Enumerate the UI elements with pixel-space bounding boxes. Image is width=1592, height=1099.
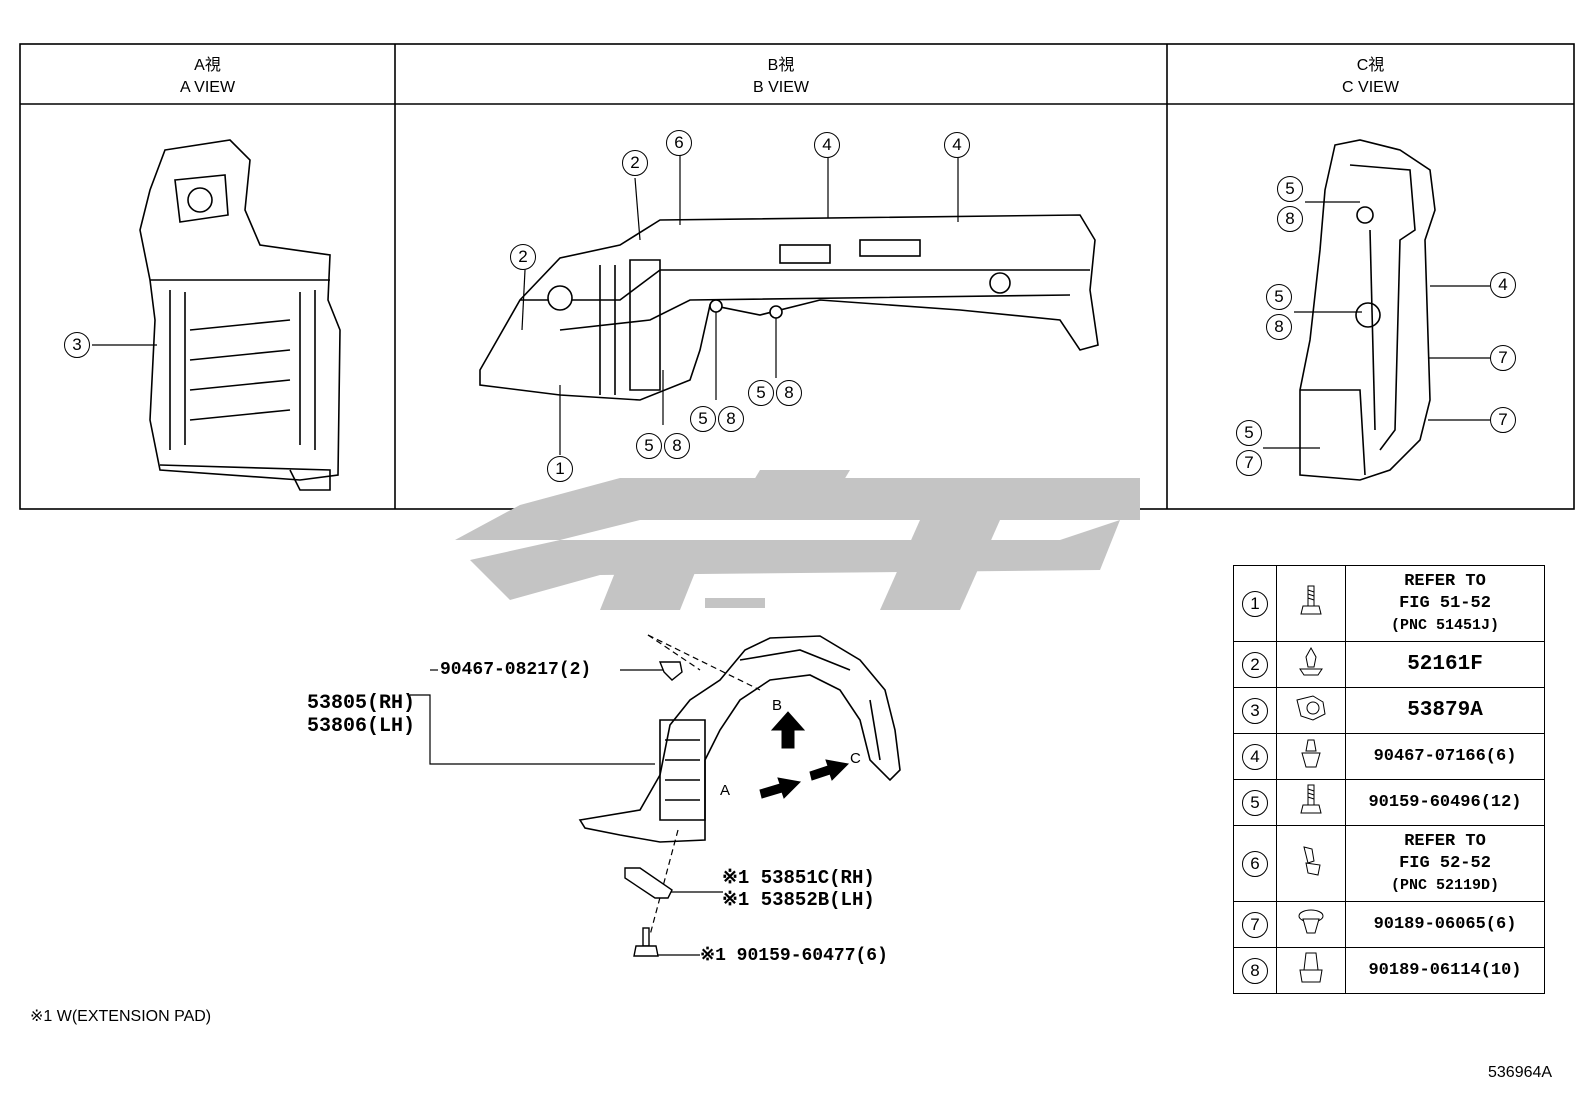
a-view-shape [139, 139, 341, 491]
legend-number: 6 [1242, 850, 1268, 877]
legend-row: 8 90189-06114(10) [1233, 947, 1545, 994]
legend-text-line: (PNC 52119D) [1390, 876, 1500, 894]
callout-2: 2 [622, 150, 648, 176]
legend-text-line: 90189-06114(10) [1345, 947, 1545, 994]
callout-8: 8 [1266, 314, 1292, 340]
pad-part-number-lh: ※1 53852B(LH) [722, 889, 875, 911]
b-view-header: B視 B VIEW [395, 55, 1167, 99]
callout-5: 5 [636, 433, 662, 459]
callout-8: 8 [776, 380, 802, 406]
callout-5: 5 [690, 406, 716, 432]
callout-5: 5 [1236, 420, 1262, 446]
legend-row: 4 90467-07166(6) [1233, 733, 1545, 780]
legend-row: 3 53879A [1233, 687, 1545, 734]
callout-5: 5 [1266, 284, 1292, 310]
callout-7: 7 [1236, 450, 1262, 476]
callout-4: 4 [814, 132, 840, 158]
a-view-title-en: A VIEW [179, 79, 236, 96]
legend-number: 2 [1242, 651, 1268, 678]
callout-4: 4 [944, 132, 970, 158]
pad-part-number-rh: ※1 53851C(RH) [722, 867, 875, 889]
arrow-b-label: B [772, 697, 783, 714]
callout-7: 7 [1490, 407, 1516, 433]
watermark-logo [455, 470, 1140, 610]
b-view-leaders [521, 155, 959, 455]
footnote: ※1 W(EXTENSION PAD) [30, 1008, 212, 1025]
callout-1: 1 [547, 456, 573, 482]
legend-row: 7 90189-06065(6) [1233, 901, 1545, 948]
c-view-leaders [1263, 201, 1490, 449]
b-view-title-jp: B視 [767, 57, 795, 74]
screw-part-shape [633, 927, 659, 957]
nut-clip-icon [1276, 947, 1346, 994]
fender-liner-shape [578, 635, 901, 843]
legend-row: 5 90159-60496(12) [1233, 779, 1545, 826]
legend-text-line: 90467-07166(6) [1345, 733, 1545, 780]
screw-icon [1276, 565, 1346, 642]
legend-number: 3 [1242, 697, 1268, 724]
legend-text-line: REFER TO [1404, 571, 1486, 591]
clip-part-number: 90467-08217(2) [440, 660, 592, 680]
extension-pad-shape [624, 867, 673, 899]
c-view-header: C視 C VIEW [1167, 55, 1574, 99]
legend-number: 8 [1242, 957, 1268, 984]
push-clip-icon [1276, 733, 1346, 780]
c-view-title-en: C VIEW [1342, 79, 1399, 96]
callout-8: 8 [718, 406, 744, 432]
b-view-shape [479, 214, 1099, 401]
screw-part-number: ※1 90159-60477(6) [700, 946, 888, 966]
b-view-title-en: B VIEW [752, 79, 809, 96]
a-view-header: A視 A VIEW [20, 55, 395, 99]
legend-text-line: 90159-60496(12) [1345, 779, 1545, 826]
legend-number: 1 [1242, 590, 1268, 617]
legend-text-line: REFER TO [1404, 831, 1486, 851]
part-number-lh: 53806(LH) [307, 715, 416, 738]
main-leaders [410, 634, 761, 956]
c-view-title-jp: C視 [1356, 57, 1385, 74]
callout-6: 6 [666, 130, 692, 156]
callout-7: 7 [1490, 345, 1516, 371]
legend-row: 1 REFER TO FIG 51-52 (PNC 51451J) [1233, 565, 1545, 642]
a-view-title-jp: A視 [194, 57, 221, 74]
callout-4: 4 [1490, 272, 1516, 298]
legend-number: 7 [1242, 911, 1268, 938]
screw-icon [1276, 779, 1346, 826]
legend-number: 4 [1242, 743, 1268, 770]
grommet-icon [1276, 901, 1346, 948]
legend-text-line: 90189-06065(6) [1345, 901, 1545, 948]
arrow-b-icon [770, 711, 806, 749]
arrow-c-icon [809, 759, 850, 781]
callout-8: 8 [1277, 206, 1303, 232]
callout-5: 5 [1277, 176, 1303, 202]
callout-5: 5 [748, 380, 774, 406]
arrow-a-icon [759, 777, 802, 799]
callout-3: 3 [64, 332, 90, 358]
bracket-clip-icon [1276, 687, 1346, 734]
clip-angled-icon [1276, 825, 1346, 902]
legend-text-line: FIG 52-52 [1399, 853, 1491, 873]
legend-row: 2 52161F [1233, 641, 1545, 688]
arrow-c-label: C [850, 750, 861, 767]
clip-part-shape [658, 661, 683, 681]
arrow-a-label: A [720, 782, 731, 799]
callout-2: 2 [510, 244, 536, 270]
legend-text-line: (PNC 51451J) [1390, 616, 1500, 634]
part-number-rh: 53805(RH) [307, 692, 416, 715]
drawing-number: 536964A [1488, 1064, 1553, 1081]
view-arrows [759, 711, 850, 799]
legend-row: 6 REFER TO FIG 52-52 (PNC 52119D) [1233, 825, 1545, 902]
legend-text-line: 53879A [1345, 687, 1545, 734]
fastener-legend-table: 1 REFER TO FIG 51-52 (PNC 51451J) 2 5216… [1233, 565, 1545, 994]
legend-text-line: FIG 51-52 [1399, 593, 1491, 613]
callout-8: 8 [664, 433, 690, 459]
legend-text-line: 52161F [1345, 641, 1545, 688]
c-view-shape [1299, 139, 1436, 481]
clip-icon [1276, 641, 1346, 688]
legend-number: 5 [1242, 789, 1268, 816]
